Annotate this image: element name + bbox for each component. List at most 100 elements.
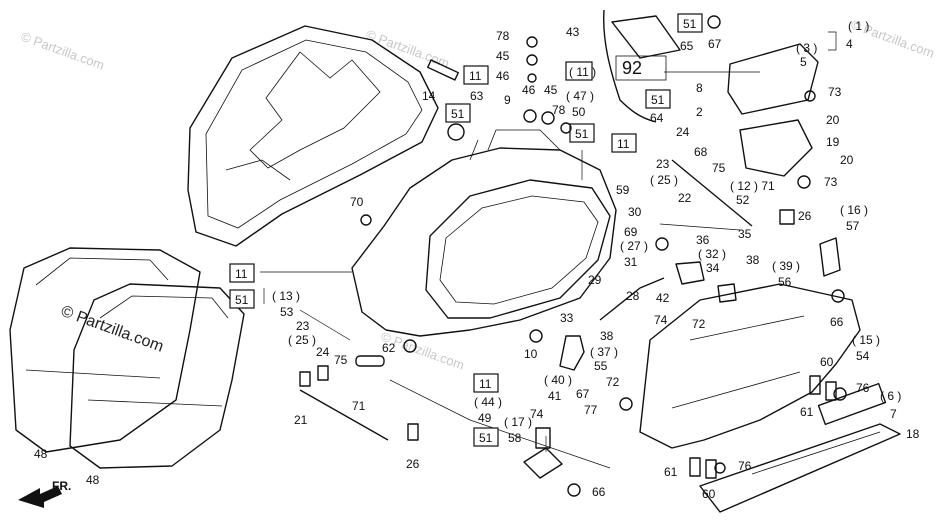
label-25b: ( 25 ) (288, 333, 316, 347)
label-73b: 73 (824, 175, 838, 189)
svg-text:92: 92 (622, 58, 642, 78)
rod-22 (671, 159, 753, 227)
label-43: 43 (566, 25, 580, 39)
callout-51: 51 (235, 293, 249, 307)
callout-51: 51 (575, 127, 589, 141)
label-7: 7 (890, 407, 897, 421)
label-78b: 78 (552, 103, 566, 117)
plate-bracket: 92 (611, 15, 681, 81)
label-73: 73 (828, 85, 842, 99)
part-number-labels: ( 1 ) 4 ( 3 ) 5 43 65 67 78 45 46 14 63 … (34, 19, 920, 501)
rod-28 (599, 277, 665, 321)
label-67: 67 (708, 37, 722, 51)
label-77: 77 (584, 403, 598, 417)
label-44: ( 44 ) (474, 395, 502, 409)
label-74b: 74 (530, 407, 544, 421)
label-65: 65 (680, 39, 694, 53)
label-56: 56 (778, 275, 792, 289)
label-26b: 26 (406, 457, 420, 471)
label-25: ( 25 ) (650, 173, 678, 187)
saddlebag-right (69, 283, 245, 469)
label-46: 46 (496, 69, 510, 83)
label-47: ( 47 ) (566, 89, 594, 103)
label-53: 53 (280, 305, 294, 319)
label-35: 35 (738, 227, 752, 241)
label-8: 8 (696, 81, 703, 95)
label-33: 33 (560, 311, 574, 325)
label-3: ( 3 ) (796, 41, 817, 55)
label-38b: 38 (600, 329, 614, 343)
label-55: 55 (594, 359, 608, 373)
label-70: 70 (350, 195, 364, 209)
label-6: ( 6 ) (880, 389, 901, 403)
label-34: 34 (706, 261, 720, 275)
side-panel (639, 283, 861, 449)
watermark-1: © Partzilla.com (19, 29, 106, 73)
label-14: 14 (422, 89, 436, 103)
label-68: 68 (694, 145, 708, 159)
label-4: 4 (846, 37, 853, 51)
label-29: 29 (588, 273, 602, 287)
label-78: 78 (496, 29, 510, 43)
label-74: 74 (654, 313, 668, 327)
label-66: 66 (830, 315, 844, 329)
label-54: 54 (856, 349, 870, 363)
label-41: 41 (548, 389, 562, 403)
label-59: 59 (616, 183, 630, 197)
callout-51: 51 (479, 431, 493, 445)
saddlebag-left (9, 247, 201, 453)
label-40: ( 40 ) (544, 373, 572, 387)
label-24: 24 (676, 125, 690, 139)
hardware-pieces (299, 15, 847, 497)
label-28: 28 (626, 289, 640, 303)
label-52: 52 (736, 193, 750, 207)
label-72: 72 (692, 317, 706, 331)
label-38: 38 (746, 253, 760, 267)
label-75: 75 (712, 161, 726, 175)
label-57: 57 (846, 219, 860, 233)
label-23b: 23 (296, 319, 310, 333)
label-64: 64 (650, 111, 664, 125)
label-22: 22 (678, 191, 692, 205)
label-75b: 75 (334, 353, 348, 367)
label-60b: 60 (702, 487, 716, 501)
label-31: 31 (624, 255, 638, 269)
label-37: ( 37 ) (590, 345, 618, 359)
label-63: 63 (470, 89, 484, 103)
label-26: 26 (798, 209, 812, 223)
label-66b: 66 (592, 485, 606, 499)
callout-11: ( 11 ) (569, 65, 596, 79)
label-27: ( 27 ) (620, 239, 648, 253)
trim-strip (699, 423, 901, 513)
label-61b: 61 (664, 465, 678, 479)
label-17: ( 17 ) (504, 415, 532, 429)
label-5: 5 (800, 55, 807, 69)
label-58: 58 (508, 431, 522, 445)
label-36: 36 (696, 233, 710, 247)
callout-11: 11 (235, 267, 248, 281)
label-71: 71 (352, 399, 366, 413)
label-72b: 72 (606, 375, 620, 389)
label-76: 76 (856, 381, 870, 395)
callout-11: 11 (617, 137, 630, 151)
label-20: 20 (826, 113, 840, 127)
label-45: 45 (496, 49, 510, 63)
label-62: 62 (382, 341, 396, 355)
label-30: 30 (628, 205, 642, 219)
label-12: ( 12 ) 71 (730, 179, 775, 193)
label-32: ( 32 ) (698, 247, 726, 261)
label-48b: 48 (86, 473, 100, 487)
label-39: ( 39 ) (772, 259, 800, 273)
label-13: ( 13 ) (272, 289, 300, 303)
boxed-labels: 51 11 51 ( 11 ) 51 51 11 11 51 11 51 (229, 13, 703, 447)
label-76b: 76 (738, 459, 752, 473)
callout-11: 11 (479, 377, 492, 391)
label-10: 10 (524, 347, 538, 361)
callout-11: 11 (469, 69, 482, 83)
label-61: 61 (800, 405, 814, 419)
label-24b: 24 (316, 345, 330, 359)
rod-21 (299, 389, 389, 441)
callout-51: 51 (683, 17, 697, 31)
direction-label: FR. (52, 479, 71, 493)
